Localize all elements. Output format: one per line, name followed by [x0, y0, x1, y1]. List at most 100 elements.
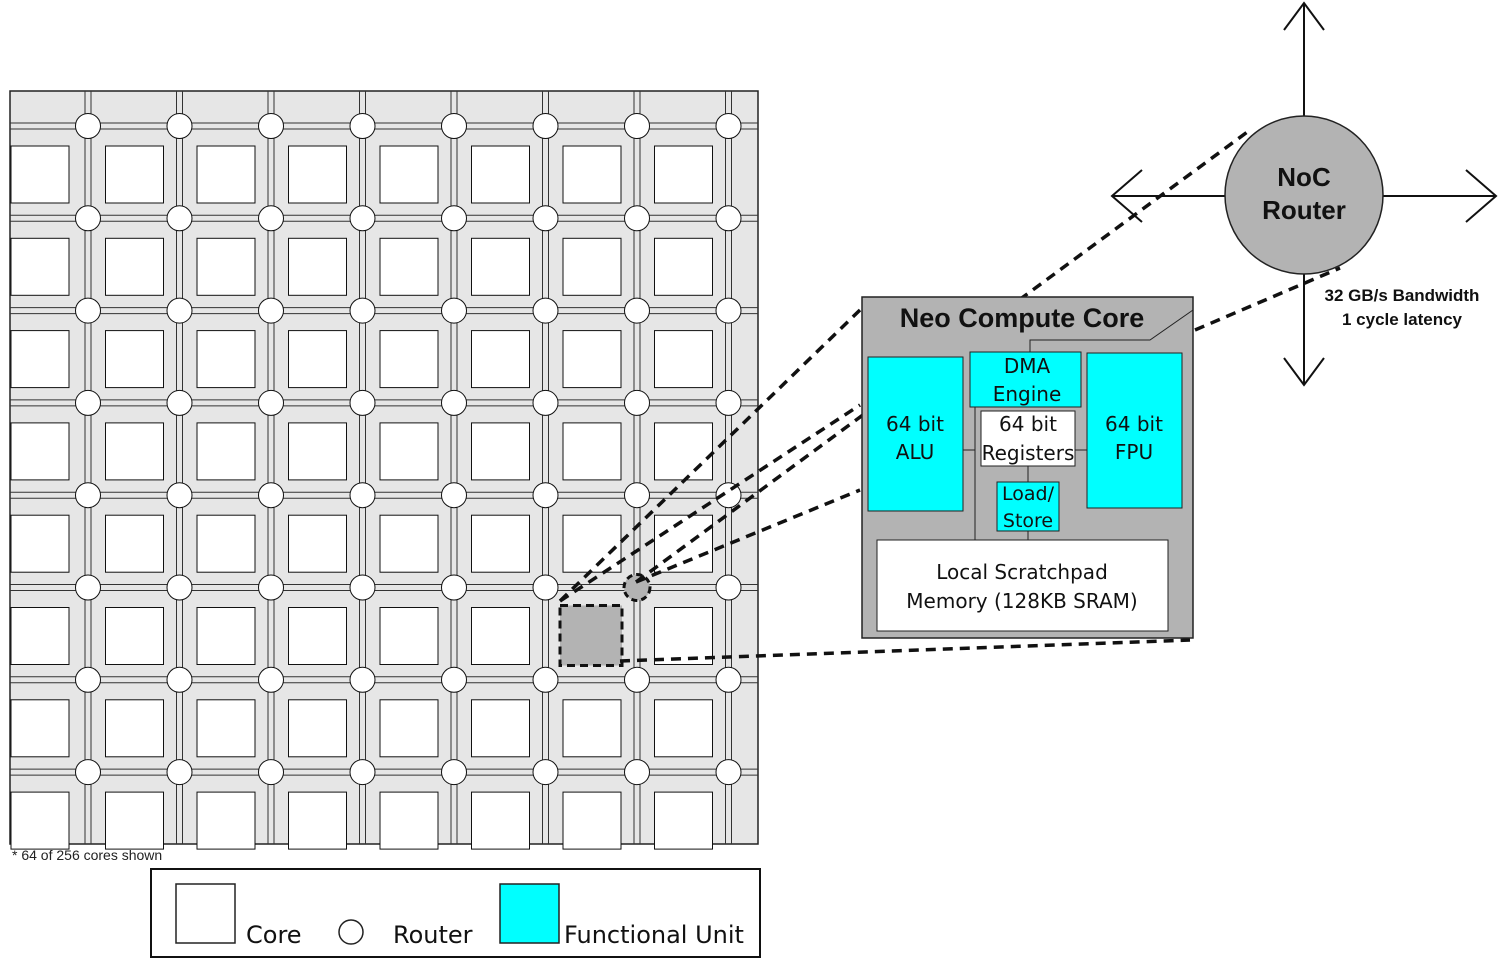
legend-router-label: Router [393, 921, 473, 949]
legend-box [150, 868, 761, 958]
router [258, 297, 284, 324]
router [532, 759, 559, 786]
dma-label-line2: Engine [993, 382, 1062, 406]
router [715, 759, 742, 786]
core [471, 145, 530, 204]
router [624, 666, 650, 693]
core [562, 791, 622, 850]
core [471, 237, 530, 296]
registers-unit [980, 410, 1076, 467]
dma-engine-unit [969, 351, 1082, 408]
router [166, 389, 193, 416]
arrow-up-icon [1283, 1, 1325, 31]
router [715, 205, 742, 232]
highlighted-core [558, 604, 624, 667]
core [654, 422, 713, 481]
router [349, 205, 376, 232]
router [258, 574, 284, 601]
core [379, 422, 439, 481]
router [258, 205, 284, 232]
core [562, 514, 622, 573]
legend-core-swatch [175, 883, 236, 944]
router [75, 297, 101, 324]
router [441, 205, 467, 232]
core [471, 791, 530, 850]
core [288, 330, 347, 389]
alu-label-line1: 64 bit [886, 412, 944, 436]
router-label-line2: Router [1262, 195, 1346, 225]
zoom-lines [558, 128, 1341, 663]
router [75, 574, 101, 601]
core [10, 607, 70, 665]
router [715, 389, 742, 416]
core [105, 791, 164, 850]
router [166, 666, 193, 693]
router [441, 574, 467, 601]
core [196, 791, 256, 850]
core [196, 145, 256, 204]
legend-functional-unit-label: Functional Unit [564, 921, 744, 949]
router [441, 759, 467, 786]
core [562, 145, 622, 204]
core [379, 237, 439, 296]
footnote: * 64 of 256 cores shown [12, 847, 162, 863]
core [288, 422, 347, 481]
core [196, 514, 256, 573]
router [715, 482, 742, 509]
router-latency: 1 cycle latency [1342, 310, 1463, 329]
router [532, 113, 559, 139]
core [196, 422, 256, 481]
legend-router-swatch [338, 919, 364, 945]
core [562, 422, 622, 481]
router [624, 389, 650, 416]
core-detail: Neo Compute Core 64 bit ALU DMA Engine 6… [861, 296, 1194, 639]
router [166, 297, 193, 324]
zoom-line-top-core [558, 308, 862, 603]
core [654, 330, 713, 389]
scratchpad-label-line2: Memory (128KB SRAM) [906, 589, 1137, 613]
core [379, 791, 439, 850]
router [532, 297, 559, 324]
fpu-unit [1086, 352, 1183, 509]
core [10, 791, 70, 850]
router [532, 666, 559, 693]
core [562, 237, 622, 296]
zoom-line-mid-core [559, 403, 861, 603]
router [624, 297, 650, 324]
router [349, 759, 376, 786]
core [105, 145, 164, 204]
core [288, 514, 347, 573]
router [624, 759, 650, 786]
router [166, 205, 193, 232]
core [288, 145, 347, 204]
arrow-down-icon [1283, 357, 1325, 387]
core [654, 791, 713, 850]
legend-functional-unit-swatch [499, 883, 560, 944]
core [288, 699, 347, 758]
router [624, 113, 650, 139]
core [654, 514, 713, 573]
router [624, 205, 650, 232]
core [379, 699, 439, 758]
router [349, 389, 376, 416]
legend: Core Router Functional Unit [150, 868, 761, 958]
core [471, 330, 530, 389]
router [349, 482, 376, 509]
router-circle [1224, 115, 1384, 275]
core [562, 699, 622, 758]
core-detail-title: Neo Compute Core [900, 303, 1145, 333]
router [75, 205, 101, 232]
core [471, 699, 530, 758]
router [715, 574, 742, 601]
core [105, 330, 164, 389]
core [10, 422, 70, 481]
router [349, 113, 376, 139]
core [288, 607, 347, 665]
alu-label-line2: ALU [896, 440, 934, 464]
core [105, 607, 164, 665]
core [10, 699, 70, 758]
router [349, 297, 376, 324]
router [715, 666, 742, 693]
router [715, 113, 742, 139]
core [379, 145, 439, 204]
